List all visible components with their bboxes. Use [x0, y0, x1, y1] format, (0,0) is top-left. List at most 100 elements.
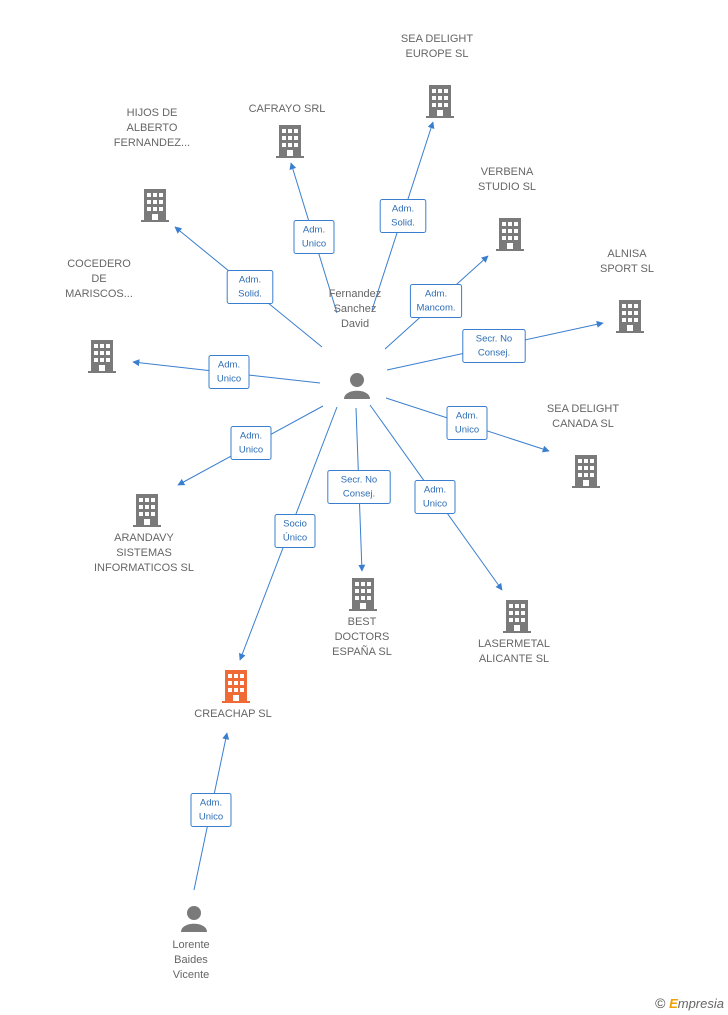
relation-label[interactable]: Adm. Solid.: [379, 199, 427, 233]
node-label: DE: [91, 273, 106, 285]
relation-label[interactable]: Secr. No Consej.: [462, 329, 526, 363]
node-cocedero[interactable]: COCEDERO DE MARISCOS...: [65, 258, 133, 373]
relation-labels-layer: Adm.Solid.Adm.UnicoAdm.Solid.Adm.Mancom.…: [190, 199, 526, 827]
relation-label-text: Consej.: [343, 489, 375, 500]
person-icon: [181, 906, 207, 932]
relation-label[interactable]: Adm.Unico: [190, 793, 232, 827]
node-label: ALBERTO: [127, 122, 178, 134]
node-label: COCEDERO: [67, 258, 131, 270]
relation-label[interactable]: Adm. Unico: [446, 406, 488, 440]
relation-label-box: [274, 514, 316, 548]
relation-label[interactable]: Adm.Unico: [293, 220, 335, 254]
node-cafrayo[interactable]: CAFRAYO SRL: [249, 103, 326, 158]
node-creachap[interactable]: CREACHAP SL: [194, 670, 272, 720]
building-icon: [276, 125, 304, 158]
brand-initial: E: [669, 996, 678, 1011]
building-icon: [349, 578, 377, 611]
building-icon: [133, 494, 161, 527]
node-label: LASERMETAL: [478, 638, 550, 650]
node-label: FERNANDEZ...: [114, 137, 190, 149]
relation-label[interactable]: Adm. Unico: [230, 426, 272, 460]
node-label: MARISCOS...: [65, 288, 133, 300]
relation-label-box: [293, 220, 335, 254]
node-lasermetal[interactable]: LASERMETAL ALICANTE SL: [478, 600, 550, 665]
node-label: SEA DELIGHT: [401, 33, 473, 45]
node-label: CAFRAYO SRL: [249, 103, 326, 115]
building-icon: [503, 600, 531, 633]
brand-watermark: © Empresia: [655, 995, 724, 1011]
relation-label-text: Adm.: [218, 360, 240, 371]
relation-label-text: Mancom.: [416, 303, 455, 314]
node-label: ARANDAVY: [114, 532, 174, 544]
node-label: CANADA SL: [552, 418, 614, 430]
edges-layer: [132, 121, 604, 891]
building-icon: [496, 218, 524, 251]
node-verbena[interactable]: VERBENA STUDIO SL: [478, 166, 536, 251]
node-label: INFORMATICOS SL: [94, 562, 194, 574]
node-best-doctors[interactable]: BEST DOCTORS ESPAÑA SL: [332, 578, 392, 658]
relation-label-text: Consej.: [478, 348, 510, 359]
relation-label[interactable]: Adm.Unico: [208, 355, 250, 389]
relation-label-box: [208, 355, 250, 389]
relation-label-box: [190, 793, 232, 827]
relation-label-box: [230, 426, 272, 460]
relation-label-text: Unico: [239, 445, 263, 456]
node-label: Lorente: [172, 939, 209, 951]
node-arandavy[interactable]: ARANDAVY SISTEMAS INFORMATICOS SL: [94, 494, 194, 574]
relation-label-text: Adm.: [392, 204, 414, 215]
node-label: SPORT SL: [600, 263, 654, 275]
building-icon: [426, 85, 454, 118]
node-label: BEST: [348, 616, 377, 628]
relation-label-text: Único: [283, 533, 307, 544]
relation-label-text: Adm.: [424, 485, 446, 496]
relation-label-text: Solid.: [238, 289, 262, 300]
node-label: STUDIO SL: [478, 181, 536, 193]
building-icon: [141, 189, 169, 222]
node-label: Fernandez: [329, 288, 382, 300]
node-label: Vicente: [173, 969, 210, 981]
relation-label-text: Adm.: [303, 225, 325, 236]
relation-label[interactable]: Adm. Solid.: [226, 270, 274, 304]
node-label: SISTEMAS: [116, 547, 172, 559]
brand-name: mpresia: [677, 996, 724, 1011]
node-label: DOCTORS: [335, 631, 390, 643]
relation-label-text: Adm.: [240, 431, 262, 442]
relation-label-box: [409, 284, 463, 318]
building-icon: [88, 340, 116, 373]
relation-label-text: Unico: [423, 499, 447, 510]
node-sea-delight-canada[interactable]: SEA DELIGHT CANADA SL: [547, 403, 619, 488]
relation-label-box: [379, 199, 427, 233]
node-label: SEA DELIGHT: [547, 403, 619, 415]
relation-label-text: Adm.: [456, 411, 478, 422]
relation-label-text: Unico: [455, 425, 479, 436]
relation-label-text: Adm.: [239, 275, 261, 286]
node-label: VERBENA: [481, 166, 534, 178]
relation-label-box: [446, 406, 488, 440]
node-label: ALNISA: [607, 248, 647, 260]
relation-label-text: Secr. No: [476, 334, 512, 345]
relation-label-text: Solid.: [391, 218, 415, 229]
relation-label-text: Socio: [283, 519, 307, 530]
node-label: David: [341, 318, 369, 330]
node-alnisa[interactable]: ALNISA SPORT SL: [600, 248, 654, 333]
relation-label-box: [414, 480, 456, 514]
node-label: ESPAÑA SL: [332, 645, 392, 658]
node-hijos-alberto[interactable]: HIJOS DEALBERTOFERNANDEZ...: [114, 107, 190, 222]
person-icon: [344, 373, 370, 399]
relation-label-text: Adm.: [200, 798, 222, 809]
relation-label[interactable]: Adm. Unico: [414, 480, 456, 514]
relation-label-box: [327, 470, 391, 504]
relation-label[interactable]: Adm.Mancom.: [409, 284, 463, 318]
node-label: ALICANTE SL: [479, 653, 549, 665]
building-icon: [222, 670, 250, 703]
node-label: Sanchez: [334, 303, 377, 315]
relation-label-box: [462, 329, 526, 363]
relation-label-box: [226, 270, 274, 304]
building-icon: [572, 455, 600, 488]
